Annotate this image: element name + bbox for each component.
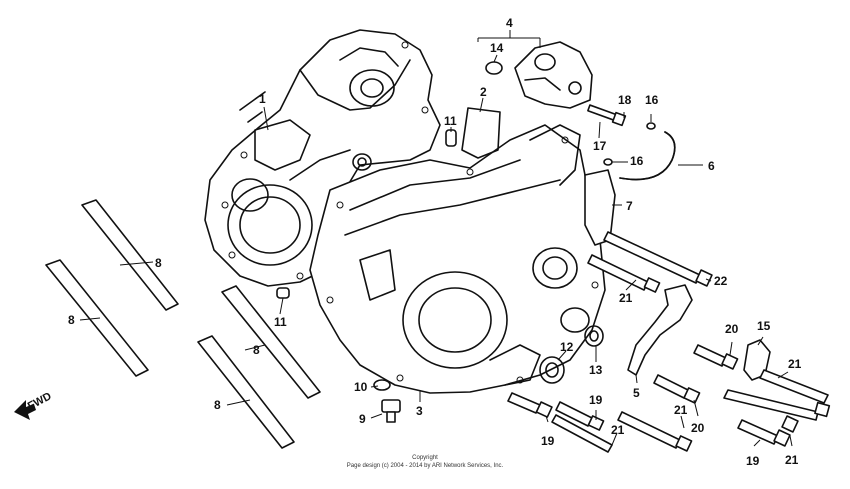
callout-22: 22 [714, 274, 728, 288]
callout-16a: 16 [645, 93, 659, 107]
callout-8d: 8 [214, 398, 221, 412]
callout-21b: 21 [788, 357, 802, 371]
bracket-5 [627, 284, 693, 376]
callout-5: 5 [633, 386, 640, 400]
callout-2: 2 [480, 85, 487, 99]
callout-19c: 19 [746, 454, 760, 468]
callout-10: 10 [354, 380, 368, 394]
copyright-text: Page design (c) 2004 - 2014 by ARI Netwo… [346, 463, 504, 469]
washer-10 [373, 379, 391, 391]
callout-21d: 21 [611, 423, 625, 437]
leader-lines [79, 30, 793, 447]
callout-21e: 21 [785, 453, 799, 467]
forward-arrow-icon [14, 400, 36, 420]
copyright-notice: Copyright Page design (c) 2004 - 2014 by… [0, 454, 850, 470]
callouts: 1 2 3 4 5 6 7 8 8 8 8 9 10 11 11 12 13 1… [68, 16, 802, 468]
callout-3: 3 [416, 404, 423, 418]
callout-14: 14 [490, 41, 504, 55]
oil-pump-assembly [514, 41, 593, 109]
washer-16a [646, 122, 656, 130]
breather-hose [619, 131, 676, 181]
callout-11a: 11 [444, 114, 457, 128]
forward-direction-indicator: FWD [14, 390, 54, 420]
drain-plug-9 [381, 399, 401, 423]
callout-19a: 19 [541, 434, 555, 448]
callout-13: 13 [589, 363, 603, 377]
callout-1: 1 [259, 92, 266, 106]
dowel-pin-lower [276, 287, 290, 299]
stud-bolts [45, 199, 321, 449]
callout-8c: 8 [253, 343, 260, 357]
crankcase-gasket [461, 107, 501, 159]
callout-16b: 16 [630, 154, 644, 168]
callout-20a: 20 [725, 322, 739, 336]
right-crankcase-half [309, 124, 606, 394]
copyright-label: Copyright [412, 455, 438, 461]
callout-21a: 21 [619, 291, 633, 305]
callout-4: 4 [506, 16, 513, 30]
dowel-pin-upper [445, 129, 457, 147]
callout-18: 18 [618, 93, 632, 107]
crankcase-bolts [507, 231, 831, 453]
callout-8b: 8 [68, 313, 75, 327]
callout-15: 15 [757, 319, 771, 333]
oil-seal-13 [584, 325, 604, 347]
callout-17: 17 [593, 139, 607, 153]
oil-seal-12 [539, 356, 565, 384]
callout-19b: 19 [589, 393, 603, 407]
callout-8a: 8 [155, 256, 162, 270]
callout-7: 7 [626, 199, 633, 213]
washer-16b [603, 158, 613, 166]
callout-6: 6 [708, 159, 715, 173]
callout-9: 9 [359, 412, 366, 426]
fwd-label: FWD [26, 390, 54, 412]
bolt-18 [587, 104, 627, 127]
o-ring [485, 61, 503, 75]
callout-20b: 20 [691, 421, 705, 435]
left-crankcase-half [204, 29, 441, 287]
callout-21c: 21 [674, 403, 688, 417]
callout-11b: 11 [274, 315, 287, 329]
callout-12: 12 [560, 340, 574, 354]
